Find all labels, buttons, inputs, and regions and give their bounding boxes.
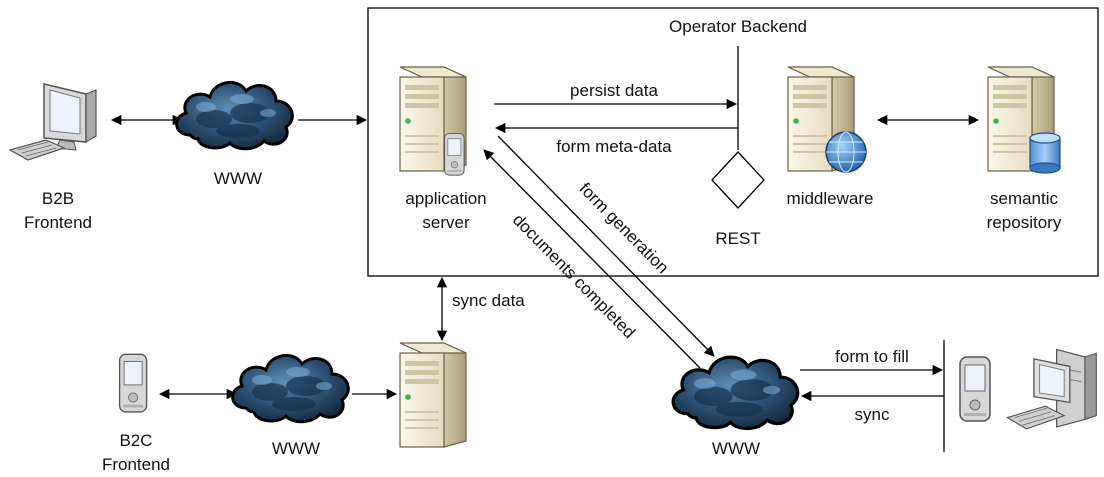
www-cloud-bottom-right-icon [671,355,800,431]
rest-interface-diamond [711,151,765,209]
semantic-repo-label-line2: repository [987,213,1062,232]
b2b-label-line1: B2B [42,189,74,208]
www-top-label: WWW [214,169,262,188]
b2b-desktop-icon [9,83,97,161]
client-workstation-icon [1006,348,1097,430]
form-generation-label: form generation [575,179,672,277]
middleware-label: middleware [787,189,874,208]
client-pda-icon [959,356,991,422]
edge-documents-completed [483,149,701,369]
www-cloud-bottom-left-icon [230,353,351,424]
sync-label: sync [855,405,890,424]
b2c-pda-icon [118,353,148,413]
edge-form-generation [497,135,715,357]
form-to-fill-label: form to fill [835,347,909,366]
persist-data-label: persist data [570,81,658,100]
rest-label: REST [715,229,760,248]
b2c-label-line2: Frontend [102,455,170,474]
sync-data-label: sync data [452,291,525,310]
semantic-repo-label-line1: semantic [990,189,1059,208]
b2b-label-line2: Frontend [24,213,92,232]
database-cylinder-icon [1029,132,1061,174]
mobile-device-icon [444,133,465,176]
www-bottom-left-label: WWW [272,439,320,458]
app-server-label-line2: server [422,213,470,232]
b2c-label-line1: B2C [119,431,152,450]
app-server-label-line1: application [405,189,486,208]
www-cloud-top-icon [174,80,295,151]
sync-server-icon [399,342,467,448]
backend-title: Operator Backend [669,17,807,36]
operator-backend-frame [367,7,1099,277]
www-bottom-right-label: WWW [712,439,760,458]
form-meta-data-label: form meta-data [556,137,672,156]
